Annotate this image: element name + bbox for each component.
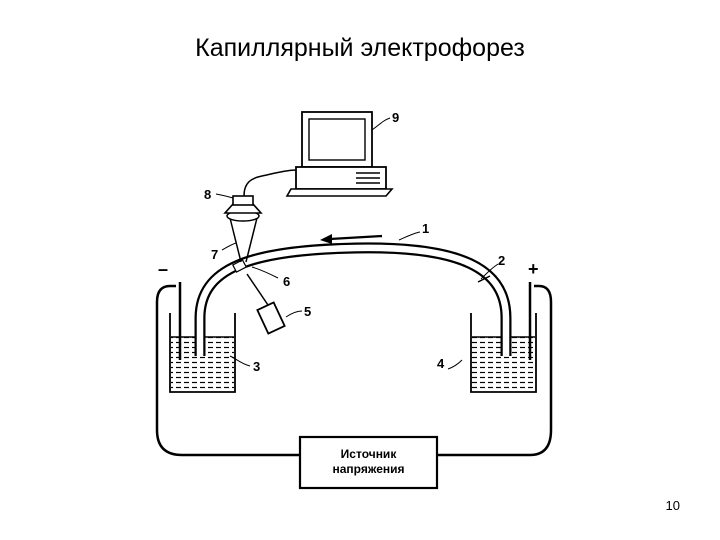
- power-supply-label-line2: напряжения: [333, 462, 405, 476]
- power-supply-label-line1: Источник: [341, 447, 398, 461]
- migration-direction-arrow: [320, 234, 383, 244]
- capillary-segment-mark: [477, 275, 491, 283]
- label-1: 1: [422, 221, 429, 236]
- light-source-icon: [256, 301, 286, 335]
- signal-cable: [243, 169, 299, 197]
- circuit-wire: [155, 284, 553, 457]
- slide-title: Капиллярный электрофорез: [195, 34, 525, 62]
- power-supply-box: Источник напряжения: [298, 435, 439, 490]
- detector-icon: [223, 195, 263, 214]
- leader-lines: [215, 117, 499, 370]
- page-number: 10: [665, 498, 680, 513]
- label-8: 8: [204, 187, 211, 202]
- capillary-tube: [194, 242, 512, 356]
- detection-window: [231, 259, 248, 273]
- label-3: 3: [253, 359, 260, 374]
- label-7: 7: [211, 247, 218, 262]
- label-9: 9: [392, 110, 399, 125]
- label-4: 4: [437, 356, 445, 371]
- cathode-sign: –: [158, 259, 168, 279]
- label-5: 5: [304, 304, 311, 319]
- label-6: 6: [283, 274, 290, 289]
- computer-icon: [285, 111, 394, 197]
- label-2: 2: [498, 253, 505, 268]
- anode-sign: +: [528, 259, 539, 279]
